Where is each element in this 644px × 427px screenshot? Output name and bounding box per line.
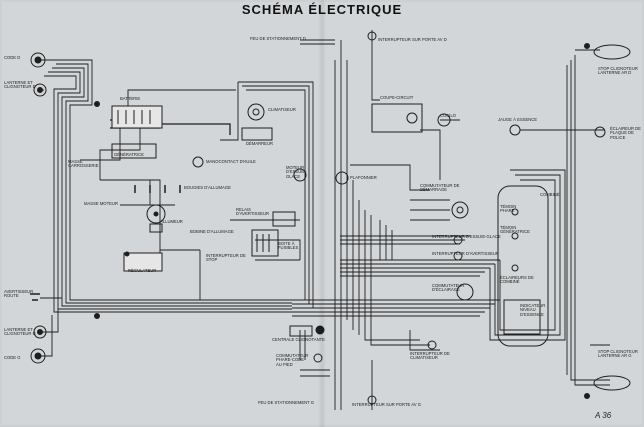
label-coupe-circuit: COUPE-CIRCUIT xyxy=(380,95,414,100)
label-feu-stationnement-g: FEU DE STATIONNEMENT G xyxy=(258,400,315,405)
ground-terminal xyxy=(315,325,325,335)
bobine-symbol xyxy=(149,223,163,233)
label-eclaireur-plaque: ÉCLAIREUR DE PLAQUE DE POLICE xyxy=(610,126,641,140)
label-avertisseur-route: AVERTISSEUR ROUTE xyxy=(4,289,34,299)
label-bougies: BOUGIES D'ALLUMAGE xyxy=(184,185,231,190)
label-batterie: BATTERIE xyxy=(120,96,141,101)
clignoteur-left-symbol xyxy=(33,325,47,339)
label-demarreur: DÉMARREUR xyxy=(246,141,273,146)
label-plafonnier: PLAFONNIER xyxy=(350,175,377,180)
components xyxy=(30,31,631,405)
rear-lamp-right-symbol xyxy=(593,44,631,60)
headlamp-right-symbol xyxy=(30,52,46,68)
label-moteur-essuie-glace: MOTEUR D'ESSUIE-GLACE xyxy=(286,165,307,179)
label-temoin-generatrice: TÉMOIN GÉNÉRATRICE xyxy=(500,225,530,235)
label-generatrice: GÉNÉRATRICE xyxy=(114,152,144,157)
page-number: A 36 xyxy=(595,411,612,420)
regulateur-symbol xyxy=(123,252,163,272)
label-code-g: CODE G xyxy=(4,355,21,360)
label-commutateur-eclairage: COMMUTATEUR D'ÉCLAIRAGE xyxy=(432,283,465,293)
label-boite-fusibles: BOITE À FUSIBLES xyxy=(278,241,299,251)
label-lanterne-clignoteur-d: LANTERNE ET CLIGNOTEUR D xyxy=(4,80,36,90)
label-interrupteur-stop: INTERRUPTEUR DE STOP xyxy=(206,253,246,263)
allumeur-symbol xyxy=(146,204,166,224)
label-masse-moteur: MASSE MOTEUR xyxy=(84,201,118,206)
clignoteur-right-symbol xyxy=(33,83,47,97)
label-indicateur-niveau: INDICATEUR NIVEAU D'ESSENCE xyxy=(520,303,546,317)
label-regulateur: RÉGULATEUR xyxy=(128,268,157,273)
label-stop-clignoteur-g: STOP CLIGNOTEUR LANTERNE AR G xyxy=(598,349,638,359)
climatiseur-symbol xyxy=(247,103,265,121)
label-interrupteur-porte-avd: INTERRUPTEUR SUR PORTE AV D xyxy=(378,37,447,42)
label-commutateur-demarrage: COMMUTATEUR DE DÉMARRAGE xyxy=(420,183,460,193)
plafonnier-symbol xyxy=(335,171,349,185)
label-lanterne-clignoteur-g: LANTERNE ET CLIGNOTEUR G xyxy=(4,327,36,337)
combine-symbol xyxy=(497,185,549,347)
label-masse-carrosserie: MASSE CARROSSERIE xyxy=(68,159,99,169)
label-manocontact: MANOCONTACT D'HUILE xyxy=(206,159,256,164)
rear-lamp-left-symbol xyxy=(593,375,631,391)
label-stop-clignoteur-d: STOP CLIGNOTEUR LANTERNE AR D xyxy=(598,66,638,76)
demarreur-symbol xyxy=(241,127,273,141)
diagram-title: SCHÉMA ÉLECTRIQUE xyxy=(241,2,403,17)
label-eclaireurs-combine: ÉCLAIREURS DE COMBINÉ xyxy=(500,275,534,285)
label-interrupteur-porte-avg: INTERRUPTEUR SUR PORTE AV G xyxy=(352,402,421,407)
generatrice-symbol xyxy=(111,143,157,159)
label-climatiseur: CLIMATISEUR xyxy=(268,107,296,112)
label-allumeur: ALLUMEUR xyxy=(160,219,183,224)
label-interrupteur-essuie-glace: INTERRUPTEUR D'ESSUIE-GLACE xyxy=(432,234,501,239)
coupe-circuit-symbol xyxy=(371,103,423,133)
label-interrupteur-avertisseur: INTERRUPTEUR D'AVERTISSEUR xyxy=(432,251,499,256)
label-centrale-clignotante: CENTRALE CLIGNOTANTE xyxy=(272,337,325,342)
label-interrupteur-climatiseur: INTERRUPTEUR DE CLIMATISEUR xyxy=(410,351,450,361)
label-combine: COMBINÉ xyxy=(540,192,560,197)
headlamp-left-symbol xyxy=(30,348,46,364)
label-commutateur-phare-code: COMMUTATEUR PHARE-CODE AU PIED xyxy=(276,353,309,367)
fusebox-symbol xyxy=(251,229,279,257)
page-crease xyxy=(318,0,326,427)
label-relais-avertisseur: RELAIS D'AVERTISSEUR xyxy=(236,207,269,217)
label-code-d: CODE D xyxy=(4,55,21,60)
label-feu-stationnement-d: FEU DE STATIONNEMENT D xyxy=(250,36,306,41)
label-jauge-essence: JAUGE À ESSENCE xyxy=(498,117,538,122)
battery-symbol xyxy=(111,105,163,129)
label-bobine: BOBINE D'ALLUMAGE xyxy=(190,229,234,234)
label-temoin-phare: TÉMOIN PHARE xyxy=(500,204,517,214)
label-cocilo: COCILO xyxy=(440,113,457,118)
